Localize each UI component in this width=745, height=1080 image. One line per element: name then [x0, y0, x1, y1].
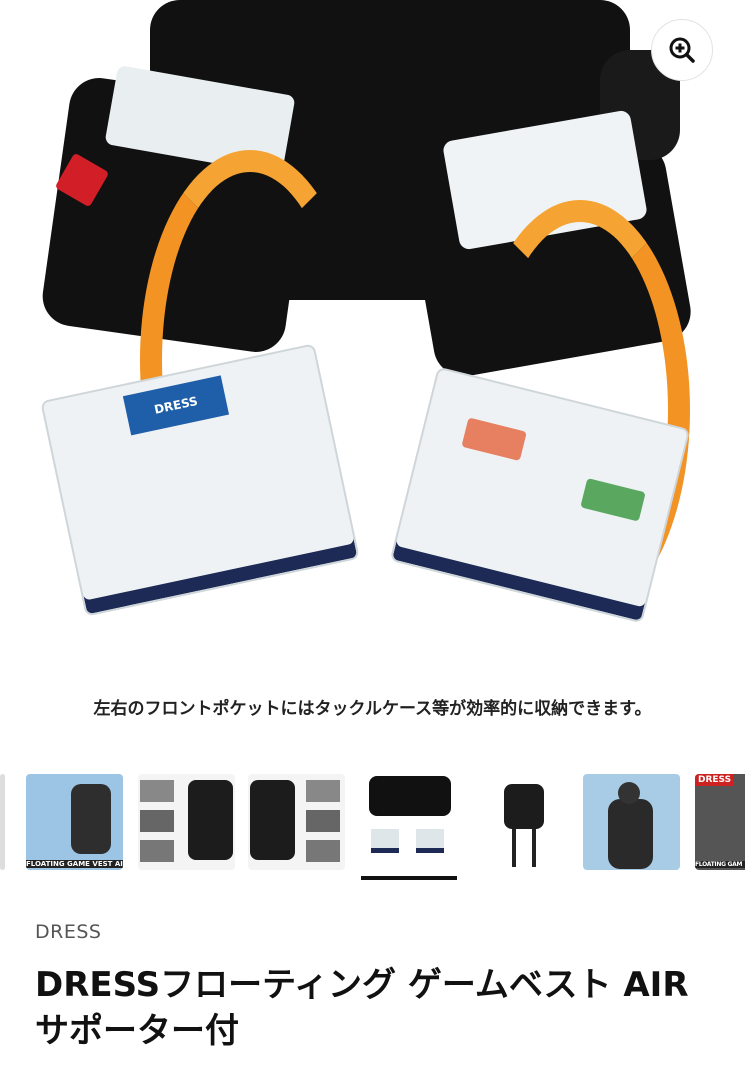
- tackle-case-left: DRESS: [40, 343, 360, 617]
- thumbnail-label: FLOATING GAME VEST AIR: [26, 860, 123, 868]
- dress-logo: DRESS: [695, 774, 735, 786]
- product-brand[interactable]: DRESS: [35, 921, 102, 943]
- thumbnail-partial[interactable]: [0, 774, 5, 870]
- thumbnail-3[interactable]: [248, 774, 345, 870]
- thumbnail-strip[interactable]: FLOATING GAME VEST AIR DRESS FLOATING GA…: [0, 770, 745, 885]
- thumbnail-4-active[interactable]: [361, 774, 458, 870]
- thumbnail-6[interactable]: [583, 774, 680, 870]
- thumbnail-2[interactable]: [138, 774, 235, 870]
- thumbnail-7[interactable]: DRESS FLOATING GAM: [695, 774, 745, 870]
- active-thumbnail-indicator: [361, 876, 457, 880]
- zoom-button[interactable]: [651, 19, 713, 81]
- case-label: DRESS: [122, 375, 230, 436]
- product-main-image[interactable]: DRESS 左右のフロントポケットにはタックルケース等が効率的に収納できます。: [0, 0, 745, 750]
- thumbnail-1[interactable]: FLOATING GAME VEST AIR: [26, 774, 123, 870]
- thumbnail-label: FLOATING GAM: [695, 861, 745, 868]
- thumbnail-5[interactable]: [476, 774, 573, 870]
- image-caption: 左右のフロントポケットにはタックルケース等が効率的に収納できます。: [93, 699, 652, 719]
- product-title: DRESSフローティング ゲームベスト AIR サポーター付: [35, 965, 689, 1051]
- zoom-in-icon: [669, 37, 695, 63]
